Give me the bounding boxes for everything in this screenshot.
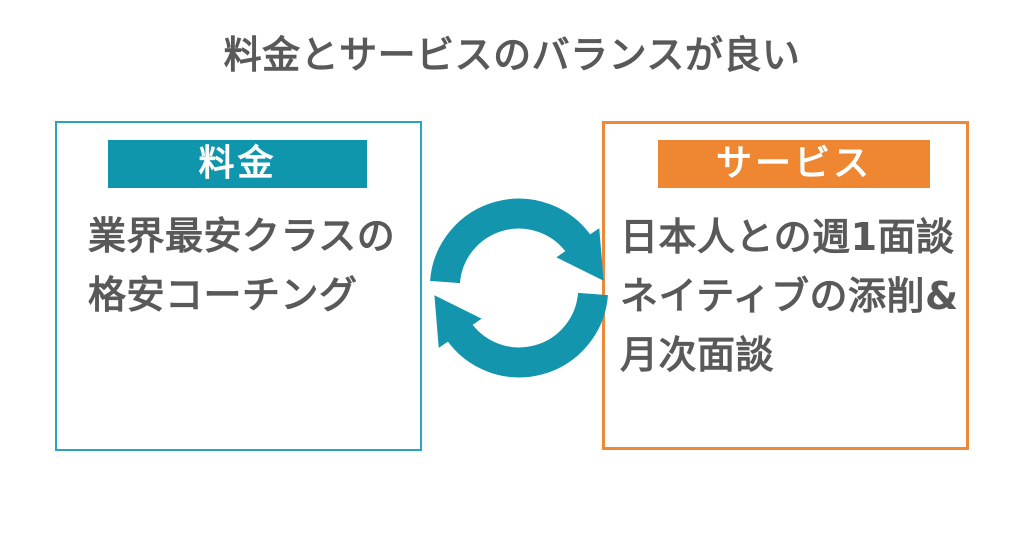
price-card-header: 料金 [108, 140, 367, 188]
service-card-body: 日本人との週1面談 ネイティブの添削& 月次面談 [620, 208, 959, 385]
price-card-line-1: 業界最安クラスの [88, 214, 396, 258]
service-card-line-3: 月次面談 [620, 333, 775, 377]
service-card-header: サービス [658, 140, 930, 188]
service-card-line-2: ネイティブの添削& [620, 274, 959, 318]
price-card-line-2: 格安コーチング [88, 273, 358, 317]
price-card-body: 業界最安クラスの 格安コーチング [88, 207, 395, 325]
sync-cycle-arrows-icon [405, 196, 617, 380]
service-card: サービス 日本人との週1面談 ネイティブの添削& 月次面談 [602, 121, 969, 450]
price-card: 料金 業界最安クラスの 格安コーチング [55, 121, 422, 451]
service-card-line-1: 日本人との週1面談 [620, 215, 955, 259]
page-title: 料金とサービスのバランスが良い [223, 33, 801, 77]
